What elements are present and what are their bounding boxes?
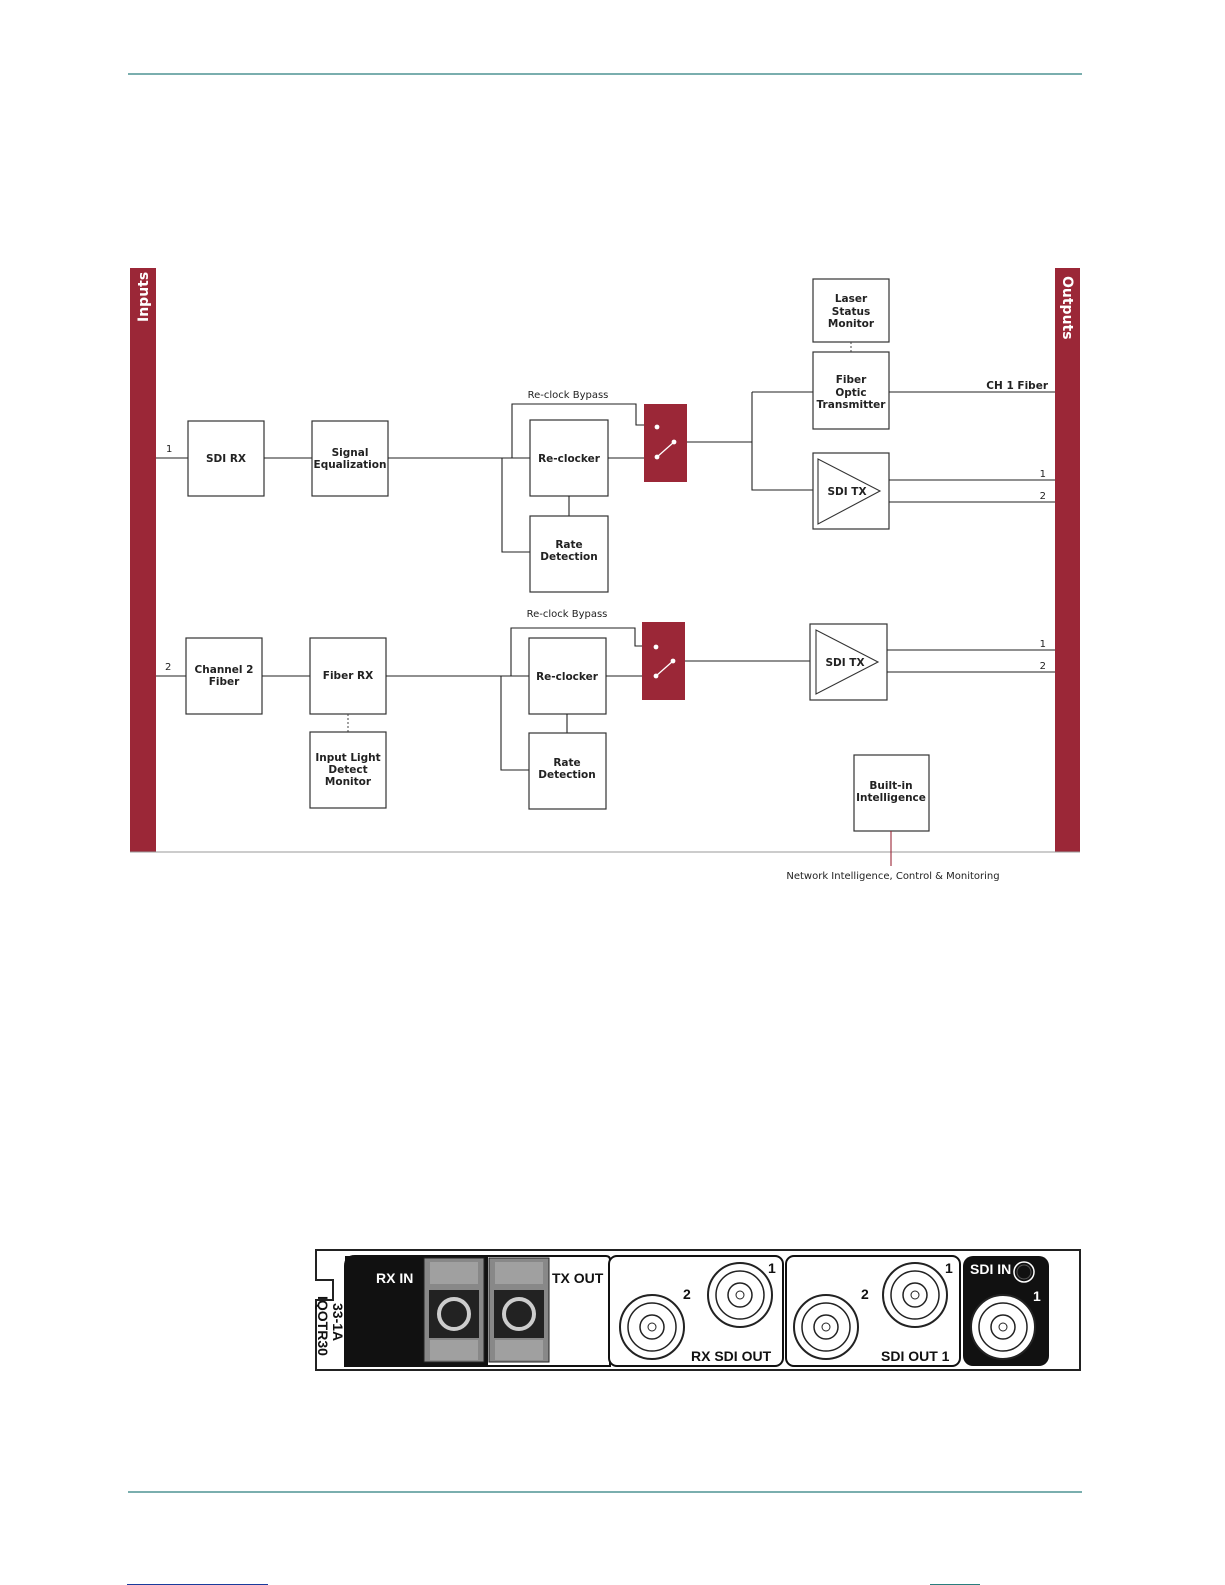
ch2-sdi-tx-block — [809, 623, 888, 701]
rx-sdi-out-1-bnc-icon — [707, 1262, 773, 1328]
ch1-sdi-rx-block — [187, 420, 265, 497]
ch1-signal-eq-label1: Signal — [332, 447, 369, 459]
ch1-out1-number: 1 — [1040, 469, 1046, 480]
rear-panel: IQOTR30 33-1A RX IN TX OUT — [315, 1249, 1081, 1371]
built-in-intelligence-block — [853, 754, 930, 832]
fiber-rx-block — [309, 637, 387, 715]
laser-label1: Laser — [835, 293, 868, 305]
ch1-amplifier-icon — [817, 458, 882, 525]
laser-label2: Status — [832, 306, 870, 318]
rx-sdi-out-num1: 1 — [768, 1260, 776, 1276]
ch1-signal-eq-block — [311, 420, 389, 497]
ch1-rate-label1: Rate — [555, 539, 582, 551]
fiber-tx-label2: Optic — [835, 387, 866, 399]
ch1-sdi-tx-block — [812, 452, 890, 530]
ch1-rate-detection-block — [529, 515, 609, 593]
rx-sdi-out-num2: 2 — [683, 1286, 691, 1302]
ch1-signal-eq-label2: Equalization — [314, 459, 387, 471]
laser-label3: Monitor — [828, 318, 875, 330]
rx-in-label: RX IN — [376, 1270, 413, 1286]
ch1-fiber-output-label: CH 1 Fiber — [986, 380, 1049, 392]
tx-out-label: TX OUT — [552, 1270, 604, 1286]
ch2-reclocker-label: Re-clocker — [536, 671, 599, 683]
sdi-out1-label: SDI OUT 1 — [881, 1348, 950, 1364]
tx-out-fiber-connector-icon — [488, 1257, 550, 1363]
rx-sdi-out-label: RX SDI OUT — [691, 1348, 772, 1364]
built-in-label1: Built-in — [869, 780, 912, 792]
channel-2: 2 Channel 2 Fiber Fiber RX Input Light D… — [156, 609, 1055, 810]
ch2-amplifier-icon — [815, 629, 880, 695]
fiber-rx-label: Fiber RX — [323, 670, 373, 682]
input-light-label3: Monitor — [325, 776, 372, 788]
channel2-fiber-block — [185, 637, 263, 715]
ch2-out1-number: 1 — [1040, 639, 1046, 650]
outputs-bar — [1055, 268, 1080, 852]
ch2-reclocker-block — [528, 637, 607, 715]
ch2-fiber-label2: Fiber — [209, 676, 240, 688]
inputs-bar — [130, 268, 156, 852]
fiber-tx-label3: Transmitter — [817, 399, 887, 411]
ch1-rate-label2: Detection — [540, 551, 598, 563]
ch1-reclock-bypass-label: Re-clock Bypass — [528, 390, 609, 401]
block-diagram: Inputs Outputs 1 SDI RX Signal Equalizat… — [130, 268, 1080, 882]
rx-sdi-out-2-bnc-icon — [619, 1294, 685, 1360]
ch2-rate-label2: Detection — [538, 769, 596, 781]
sdi-in-led-icon — [1013, 1261, 1035, 1283]
inputs-label: Inputs — [136, 272, 152, 322]
input-light-label1: Input Light — [315, 752, 380, 764]
sdi-in-num1: 1 — [1033, 1288, 1041, 1304]
sdi-out1-2-bnc-icon — [793, 1294, 859, 1360]
ch2-rate-label1: Rate — [553, 757, 580, 769]
ch1-sdi-tx-label: SDI TX — [827, 486, 866, 498]
ch1-bypass-switch-icon — [644, 404, 687, 482]
ch2-reclock-bypass-label: Re-clock Bypass — [527, 609, 608, 620]
panel-model-line2: 33-1A — [330, 1303, 346, 1341]
input-light-label2: Detect — [328, 764, 367, 776]
sdi-in-bnc-icon — [970, 1294, 1036, 1360]
fiber-tx-label1: Fiber — [836, 374, 867, 386]
sdi-out1-num2: 2 — [861, 1286, 869, 1302]
ch2-fiber-label1: Channel 2 — [195, 664, 254, 676]
ch1-reclocker-label: Re-clocker — [538, 453, 601, 465]
ch1-out2-number: 2 — [1040, 491, 1046, 502]
ch1-sdi-rx-label: SDI RX — [206, 453, 246, 465]
channel-1: 1 SDI RX Signal Equalization Re-clock By… — [156, 278, 1055, 593]
ch2-bypass-switch-icon — [642, 622, 685, 700]
input-light-monitor-block — [309, 731, 387, 809]
sdi-out1-1-bnc-icon — [882, 1262, 948, 1328]
ch2-input-number: 2 — [165, 662, 171, 673]
sdi-in-label: SDI IN — [970, 1261, 1011, 1277]
network-intelligence-label: Network Intelligence, Control & Monitori… — [786, 871, 999, 882]
ch2-sdi-tx-label: SDI TX — [825, 657, 864, 669]
built-in-label2: Intelligence — [856, 792, 926, 804]
laser-status-monitor-block — [812, 278, 890, 343]
sdi-out1-num1: 1 — [945, 1260, 953, 1276]
rx-in-fiber-connector-icon — [423, 1257, 485, 1363]
fiber-optic-transmitter-block — [812, 351, 890, 430]
ch1-reclocker-block — [529, 419, 609, 497]
ch1-input-number: 1 — [166, 444, 172, 455]
panel-model-line1: IQOTR30 — [315, 1296, 331, 1356]
outputs-label: Outputs — [1059, 276, 1075, 340]
ch2-rate-detection-block — [528, 732, 607, 810]
ch2-out2-number: 2 — [1040, 661, 1046, 672]
